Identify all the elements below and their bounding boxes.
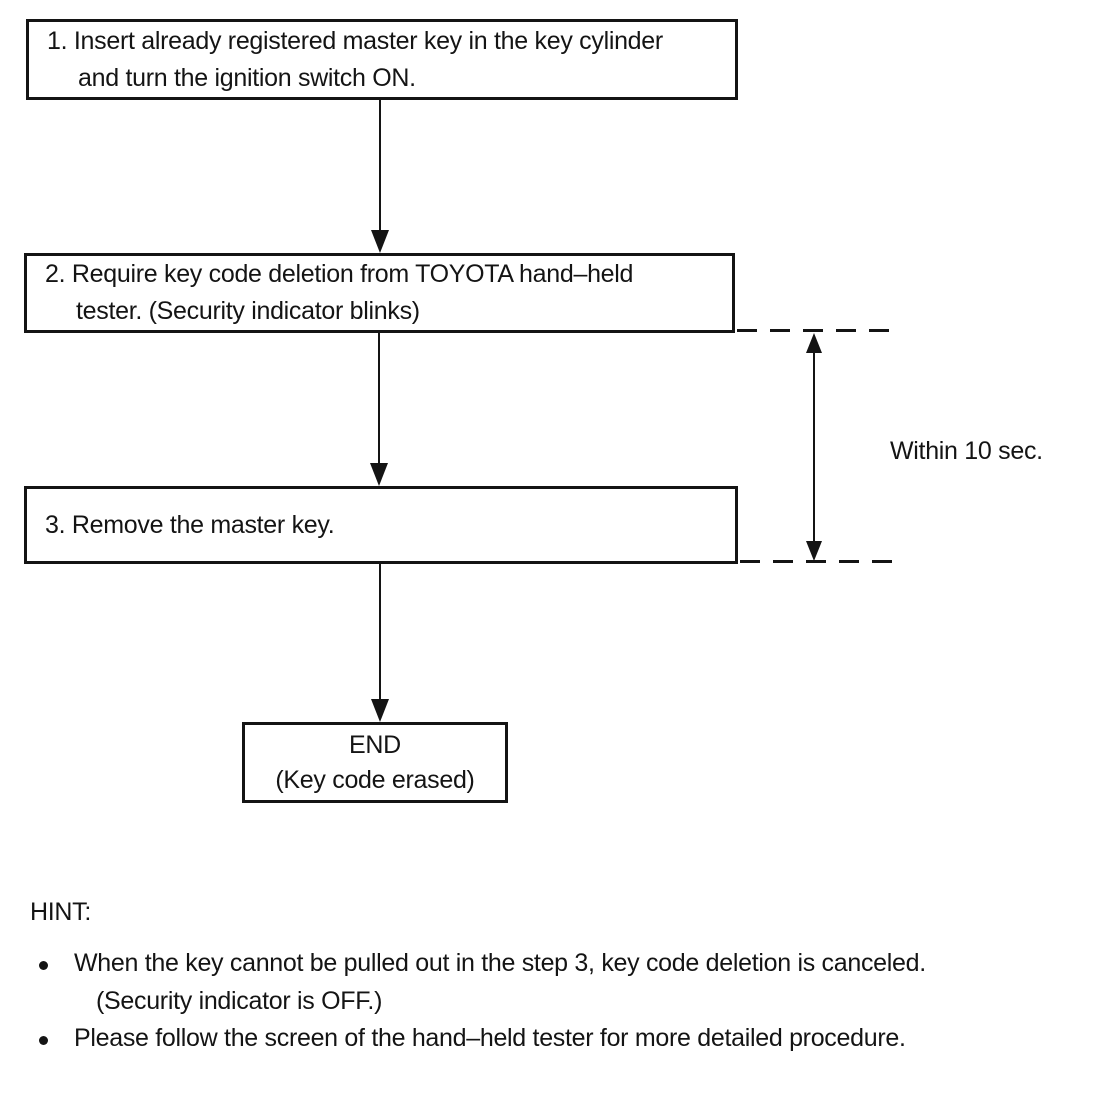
dashed-extension-top <box>737 329 892 332</box>
arrowhead-down-icon <box>370 463 388 486</box>
arrowhead-down-icon <box>371 230 389 253</box>
arrowhead-down-icon <box>806 541 822 561</box>
flow-end-box: END (Key code erased) <box>242 722 508 803</box>
flow-end-text-line2: (Key code erased) <box>275 765 475 794</box>
hint-title: HINT: <box>30 898 92 926</box>
hint-bullet-2-line1: Please follow the screen of the hand–hel… <box>74 1024 906 1052</box>
duration-arrow-line <box>813 350 815 544</box>
arrowhead-down-icon <box>371 699 389 722</box>
flow-end-text-line1: END <box>349 730 401 759</box>
flow-step-1-text-line2: and turn the ignition switch ON. <box>78 63 416 92</box>
connector-line-3 <box>379 564 381 699</box>
flow-step-2-text-line1: 2. Require key code deletion from TOYOTA… <box>45 260 634 288</box>
flow-step-3-text-line1: 3. Remove the master key. <box>45 510 335 539</box>
bullet-icon <box>39 961 48 970</box>
connector-line-2 <box>378 333 380 463</box>
hint-bullet-1-line1: When the key cannot be pulled out in the… <box>74 949 926 977</box>
dashed-extension-bottom <box>740 560 895 563</box>
hint-bullet-1-line2: (Security indicator is OFF.) <box>96 987 383 1015</box>
arrowhead-up-icon <box>806 333 822 353</box>
connector-line-1 <box>379 100 381 232</box>
flow-step-1-text-line1: 1. Insert already registered master key … <box>47 26 663 55</box>
flow-step-1-box: 1. Insert already registered master key … <box>26 19 738 100</box>
flow-step-3-box: 3. Remove the master key. <box>24 486 738 564</box>
bullet-icon <box>39 1036 48 1045</box>
flow-step-2-text-line2: tester. (Security indicator blinks) <box>76 297 420 325</box>
flow-step-2-box: 2. Require key code deletion from TOYOTA… <box>24 253 735 333</box>
duration-label: Within 10 sec. <box>890 437 1043 465</box>
